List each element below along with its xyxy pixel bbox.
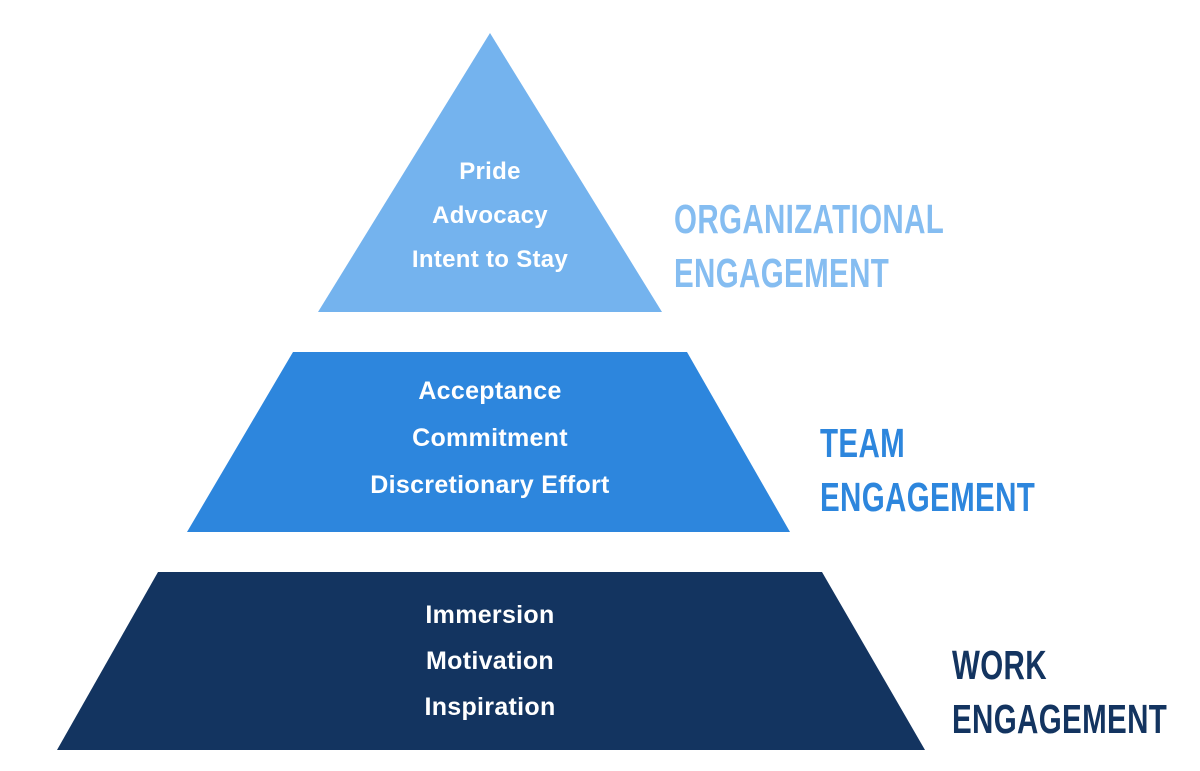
tier-item: Acceptance <box>418 377 562 405</box>
label-line: TEAM <box>820 420 906 466</box>
work-tier-shape <box>57 572 925 750</box>
tier-item: Motivation <box>426 647 554 675</box>
tier-item: Immersion <box>425 601 555 629</box>
organizational-tier-shape <box>318 33 662 312</box>
team-engagement-label: TEAM ENGAGEMENT <box>820 416 1035 524</box>
tier-item: Inspiration <box>424 693 556 721</box>
label-line: WORK <box>952 642 1047 688</box>
work-tier-items: Immersion Motivation Inspiration <box>290 592 690 730</box>
label-line: ENGAGEMENT <box>952 696 1168 742</box>
tier-item: Discretionary Effort <box>370 471 610 499</box>
label-line: ENGAGEMENT <box>674 250 890 296</box>
tier-item: Commitment <box>412 424 568 452</box>
organizational-tier-items: Pride Advocacy Intent to Stay <box>315 150 665 282</box>
tier-item: Pride <box>459 158 521 185</box>
organizational-engagement-label: ORGANIZATIONAL ENGAGEMENT <box>674 192 944 300</box>
work-engagement-label: WORK ENGAGEMENT <box>952 638 1167 746</box>
tier-item: Intent to Stay <box>411 246 569 273</box>
tier-item: Advocacy <box>432 202 548 229</box>
label-line: ORGANIZATIONAL <box>674 196 945 242</box>
team-tier-shape <box>187 352 790 532</box>
team-tier-items: Acceptance Commitment Discretionary Effo… <box>290 368 690 509</box>
label-line: ENGAGEMENT <box>820 474 1036 520</box>
